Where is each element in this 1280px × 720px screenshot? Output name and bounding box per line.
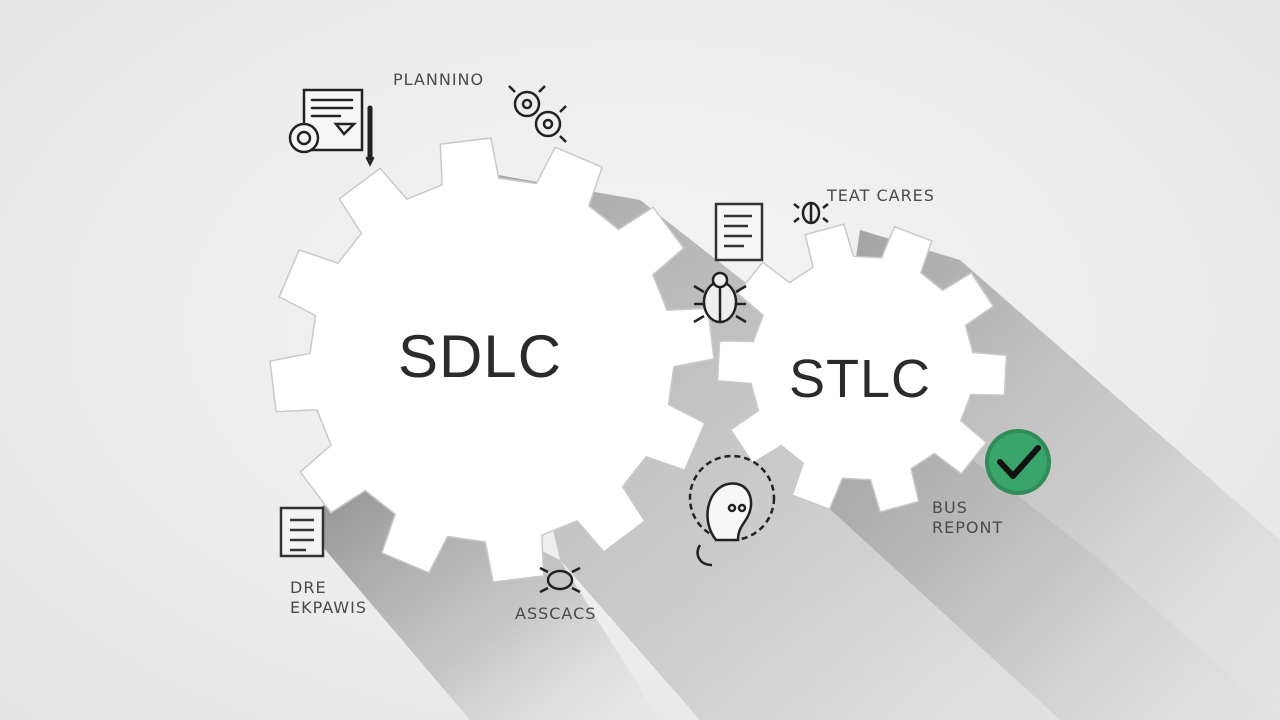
stlc-gear: [716, 223, 1008, 513]
checklist-icon: [279, 506, 325, 558]
test-cases-label: TEAT CARES: [827, 186, 935, 205]
bug-report-label-line1: BUS: [932, 498, 968, 517]
planning-document-icon: [288, 88, 375, 167]
small-bug-icon: [793, 201, 829, 225]
bug-report-label-line2: REPONT: [932, 518, 1004, 537]
sdlc-gear: [269, 137, 715, 583]
bottom-bug-icon: [539, 566, 581, 594]
stlc-label: STLC: [788, 349, 932, 409]
bottom-label: ASSCACS: [515, 604, 597, 623]
idea-head-icon: [688, 454, 776, 567]
check-badge-icon: [985, 429, 1051, 495]
junction-bug-icon: [693, 271, 747, 324]
requirements-label-line1: DRE: [290, 578, 327, 597]
test-doc-icon: [714, 202, 764, 262]
bug-icon: [508, 85, 567, 143]
sdlc-label: SDLC: [397, 323, 563, 390]
requirements-label-line2: EKPAWIS: [290, 598, 367, 617]
planning-label: PLANNINO: [393, 70, 485, 89]
